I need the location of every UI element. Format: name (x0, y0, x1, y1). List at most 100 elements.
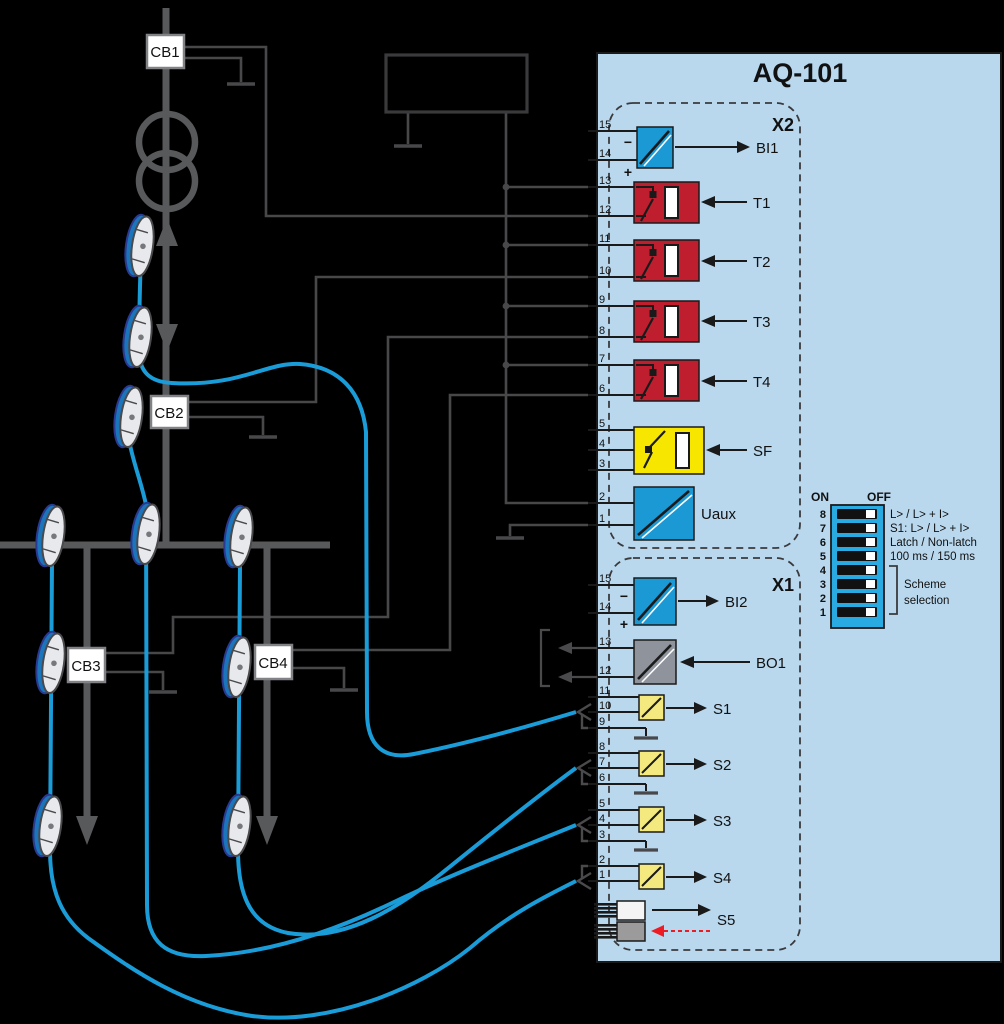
arrow-right-icon (694, 871, 707, 883)
t1-coil (664, 186, 679, 219)
dip-row-number: 4 (820, 565, 827, 577)
s5-label: S5 (717, 912, 735, 929)
cb2-box (149, 394, 190, 430)
s4-input: S4 (638, 863, 731, 890)
t4-relay: T4 (633, 359, 771, 402)
sensor-icon (28, 792, 67, 860)
plug-icon (575, 871, 592, 891)
arrow-left-icon (558, 671, 572, 683)
wire-cb3-to-t3 (104, 335, 588, 655)
s2-input: S2 (638, 750, 731, 777)
arrow-left-icon (701, 255, 715, 267)
x1-label: X1 (772, 575, 794, 595)
dip-row-number: 2 (820, 593, 826, 605)
dip-row-number: 8 (820, 509, 826, 521)
wire-cb3-ground (104, 670, 165, 690)
arrow-right-icon (737, 141, 750, 153)
bi1-plus: + (624, 164, 632, 180)
wire-cb2-ground (186, 415, 265, 435)
sensor-icon (120, 212, 159, 280)
circuit-breakers: CB1 CB2 CB3 CB4 (66, 33, 294, 684)
x2-terminal-block (608, 102, 801, 549)
dip-option-label: L> / L> + I> (890, 509, 949, 521)
dip-option-label: S1: L> / L> + I> (890, 523, 970, 535)
s5-connector-out (616, 900, 646, 921)
sf-label: SF (753, 443, 772, 460)
terminal-number: 7 (599, 756, 605, 768)
wire-cb4-to-t4 (290, 393, 588, 652)
cb2-label: CB2 (154, 405, 183, 422)
dip-row-number: 5 (820, 551, 826, 563)
sensor-cable-s2 (235, 564, 578, 937)
arrow-left-icon (558, 642, 572, 654)
dip-row-number: 7 (820, 523, 826, 535)
cb3-label: CB3 (71, 658, 100, 675)
terminal-number: 12 (599, 665, 611, 677)
connector-plug-icon (594, 903, 617, 918)
bi2-plus: + (620, 616, 628, 632)
terminal-number: 11 (599, 685, 610, 697)
ground-symbols (149, 82, 524, 694)
sensor-icon (31, 629, 70, 697)
t3-relay: T3 (633, 300, 771, 343)
terminal-number: 1 (599, 869, 605, 881)
terminal-number: 2 (599, 854, 605, 866)
plug-icon (575, 758, 592, 778)
bi2-input: − + BI2 (620, 577, 748, 632)
sensor-cable-s3 (128, 444, 577, 959)
t3-label: T3 (753, 314, 771, 331)
terminal-number: 7 (599, 353, 605, 365)
bi1-label: BI1 (756, 140, 779, 157)
arrow-right-icon (694, 758, 707, 770)
terminal-number: 9 (599, 294, 605, 306)
plug-icon (575, 815, 592, 835)
t3-coil (664, 305, 679, 338)
sensor-icon (31, 502, 70, 570)
bi1-diagonal-white (643, 134, 672, 167)
shield-link (580, 715, 588, 730)
sensor-icon (126, 500, 165, 568)
arrow-down-icon (76, 816, 98, 845)
s2-label: S2 (713, 757, 731, 774)
sf-coil (675, 432, 690, 469)
t2-coil (664, 244, 679, 277)
trip-relays: T1 T2 T3 T4 (633, 181, 771, 402)
bo1-external (539, 628, 597, 688)
arrow-left-icon (701, 196, 715, 208)
s1-input: S1 (638, 694, 731, 721)
dip-row-number: 6 (820, 537, 826, 549)
s3-input: S3 (638, 806, 731, 833)
shield-link (580, 864, 588, 878)
terminal-number: 15 (599, 573, 611, 585)
sensor-icon (109, 383, 148, 451)
cb4-box (253, 643, 294, 681)
cb3-box (66, 646, 107, 684)
dip-option-label: Latch / Non-latch (890, 537, 977, 549)
t2-relay: T2 (633, 239, 771, 282)
terminal-number: 13 (599, 175, 611, 187)
terminal-number: 6 (599, 383, 605, 395)
cb4-label: CB4 (258, 655, 287, 672)
bo1-output: BO1 (539, 628, 786, 688)
cb1-label: CB1 (150, 44, 179, 61)
terminal-number: 11 (599, 233, 610, 245)
bi1-diagonal (639, 130, 670, 165)
terminal-number: 1 (599, 513, 605, 525)
transformer-icon (135, 110, 199, 213)
cable-plugs (575, 702, 592, 891)
bi2-label: BI2 (725, 594, 748, 611)
arrow-right-icon (706, 595, 719, 607)
panel-title: AQ-101 (753, 58, 848, 88)
t2-label: T2 (753, 254, 771, 271)
terminal-number: 4 (599, 438, 605, 450)
s4-label: S4 (713, 870, 731, 887)
junction-dots (502, 183, 510, 369)
terminal-number: 10 (599, 265, 611, 277)
t1-label: T1 (753, 195, 771, 212)
terminal-number: 9 (599, 716, 605, 728)
s3-label: S3 (713, 813, 731, 830)
x2-label: X2 (772, 115, 794, 135)
arrow-left-icon (701, 315, 715, 327)
connector-plug-icon (594, 924, 617, 939)
cb1-box (145, 33, 186, 70)
